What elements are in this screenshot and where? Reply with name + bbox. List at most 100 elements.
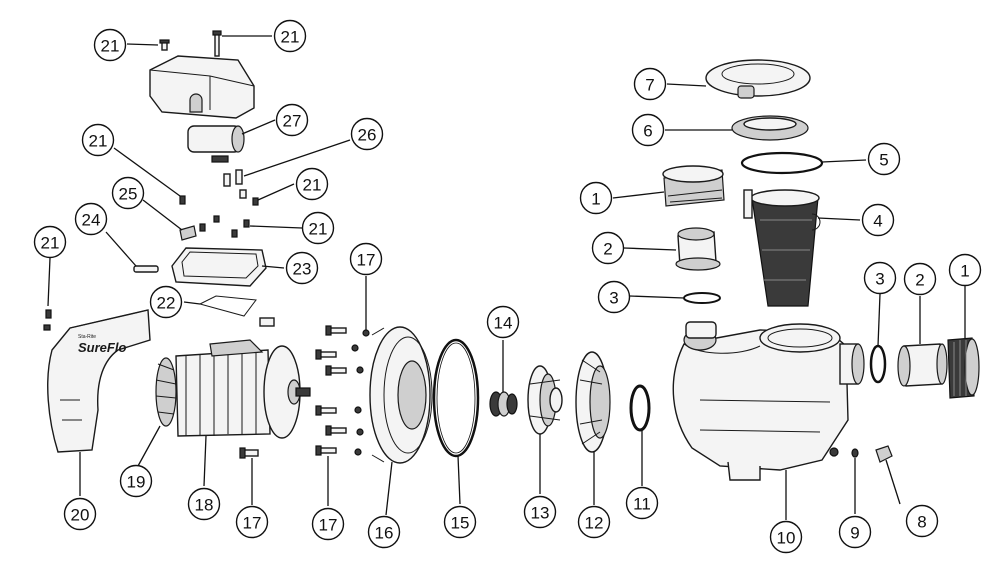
callout-circle [523,495,557,529]
callout-27: 27 [275,103,309,137]
part-2-tailpiece-right [897,343,948,387]
callout-circle [235,505,269,539]
callout-circle [285,251,319,285]
part-5-lid-o-ring [740,151,824,175]
callout-circle [295,167,329,201]
callout-13: 13 [523,495,557,529]
callout-label: 1 [960,262,969,281]
callout-1-left: 1 [579,181,613,215]
callout-16: 16 [367,515,401,549]
callout-circle [74,202,108,236]
callout-label: 22 [157,294,176,313]
part-21-screw-top-left [159,39,170,51]
callout-label: 7 [645,76,654,95]
callout-circle [149,285,183,319]
part-3-o-ring-right [869,344,887,384]
brand-maker-text: Sta-Rite [78,334,96,340]
callout-circle [81,123,115,157]
callout-label: 11 [633,495,651,514]
callout-14: 14 [486,305,520,339]
part-26-terminals [223,169,247,199]
callout-24: 24 [74,202,108,236]
callout-20: 20 [63,497,97,531]
callout-label: 14 [494,314,513,333]
callout-label: 26 [358,126,377,145]
callout-label: 23 [293,260,312,279]
callout-label: 21 [309,220,328,239]
part-8-drain-plug [875,445,893,463]
part-10-pump-housing [672,321,865,481]
callout-circle [591,231,625,265]
callout-label: 17 [243,514,262,533]
callout-label: 2 [915,271,924,290]
callout-circle [863,261,897,295]
part-3-o-ring-left [683,292,721,304]
callout-circle [769,520,803,554]
part-16-seal-plate [369,326,433,464]
callout-circle [187,487,221,521]
callout-circle [486,305,520,339]
callout-label: 17 [319,516,338,535]
callout-label: 21 [41,234,60,253]
callout-label: 16 [375,524,394,543]
callout-circle [443,505,477,539]
part-25-clip [179,225,197,241]
callout-label: 12 [585,514,604,533]
part-4-strainer-basket [743,189,821,307]
callout-5: 5 [867,142,901,176]
callout-21-far-left: 21 [33,225,67,259]
callout-12: 12 [577,505,611,539]
callout-label: 13 [531,504,550,523]
callout-label: 24 [82,211,101,230]
callout-label: 15 [451,514,470,533]
callout-4: 4 [861,203,895,237]
part-11-diffuser-ring [629,384,651,432]
callout-2-right: 2 [903,262,937,296]
callout-label: 9 [850,524,859,543]
callout-label: 10 [777,529,796,548]
callout-8: 8 [905,504,939,538]
callout-label: 6 [643,122,652,141]
callout-21-top-right: 21 [273,19,307,53]
callout-circle [577,505,611,539]
part-19-fan [155,357,177,427]
part-1-union-nut-right [947,337,980,399]
callout-circle [111,176,145,210]
part-24-wire [133,265,159,273]
callout-25: 25 [111,176,145,210]
callout-circle [625,486,659,520]
callout-21-lower-right: 21 [301,211,335,245]
callout-9: 9 [838,515,872,549]
callout-2-left: 2 [591,231,625,265]
callout-circle [597,280,631,314]
callout-label: 21 [281,28,300,47]
part-22-gasket [198,295,257,317]
callout-11: 11 [625,486,659,520]
callout-circle [350,117,384,151]
callout-circle [867,142,901,176]
part-12-diffuser [575,351,611,453]
callout-18: 18 [187,487,221,521]
callout-label: 25 [119,185,138,204]
part-motor-cover [149,55,255,119]
callout-26: 26 [350,117,384,151]
callout-10: 10 [769,520,803,554]
callout-circle [301,211,335,245]
part-13-impeller [527,365,563,435]
callout-label: 19 [127,473,146,492]
part-1-union-nut-left [662,165,725,207]
brand-logo-text: SureFlo [78,340,126,355]
callout-17-left: 17 [235,505,269,539]
callout-label: 8 [917,513,926,532]
part-14-shaft-seal [489,391,518,417]
callout-circle [33,225,67,259]
callout-3-left: 3 [597,280,631,314]
callout-label: 27 [283,112,302,131]
callout-circle [311,507,345,541]
callout-label: 5 [879,151,888,170]
callout-circle [633,67,667,101]
callout-circle [838,515,872,549]
callout-label: 21 [89,132,108,151]
part-27-capacitor [187,125,245,163]
